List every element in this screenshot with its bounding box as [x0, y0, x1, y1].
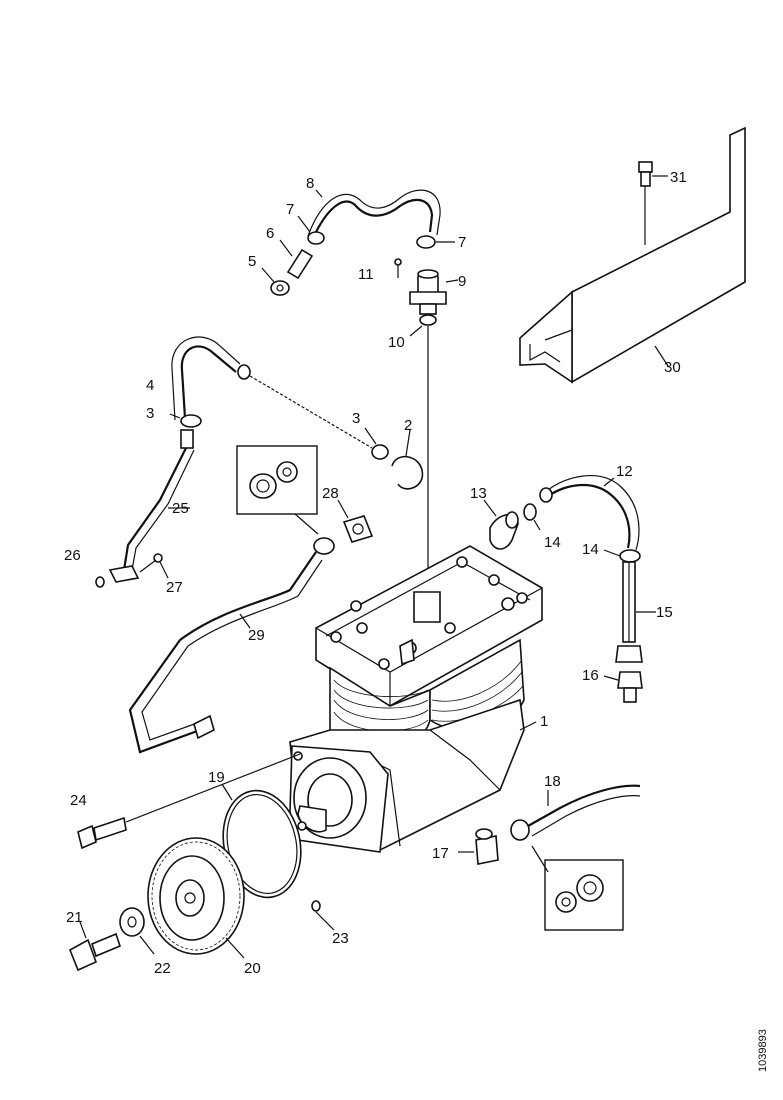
leader-4-to-3 [249, 375, 373, 449]
part-30-bracket [519, 126, 746, 384]
callout-3-right: 3 [352, 410, 360, 427]
drawing-id: 1039893 [757, 1029, 769, 1072]
callout-7-left: 7 [286, 201, 294, 218]
part-7-clamp-right [416, 235, 455, 249]
callout-18: 18 [544, 773, 561, 790]
callout-21: 21 [66, 909, 83, 926]
callout-3-left: 3 [146, 405, 154, 422]
callout-22: 22 [154, 960, 171, 977]
part-2-clamp [391, 429, 424, 490]
part-29-pipe [128, 537, 335, 754]
callout-15: 15 [656, 604, 673, 621]
part-27-fitting [108, 553, 169, 583]
part-18-pipe [510, 784, 641, 841]
part-15-pipe [615, 561, 656, 663]
callout-19: 19 [208, 769, 225, 786]
callout-labels: 1 2 3 3 4 5 6 7 7 8 9 10 11 12 13 14 14 … [64, 169, 687, 977]
part-11-screw [394, 258, 402, 278]
part-16-adapter [603, 671, 643, 703]
part-17-fitting [458, 828, 499, 865]
callout-31: 31 [670, 169, 687, 186]
callout-7-right: 7 [458, 234, 466, 251]
part-23-seal [311, 900, 335, 931]
callout-11: 11 [358, 266, 374, 283]
callout-13: 13 [470, 485, 487, 502]
callout-14-upper: 14 [544, 534, 561, 551]
part-20-gear [147, 837, 245, 959]
part-4-hose [171, 336, 251, 421]
part-3-clamp-left [169, 413, 202, 428]
part-25-pipe [122, 429, 195, 571]
part-14-clamp-upper [523, 503, 541, 531]
part-3-clamp-right [364, 427, 389, 460]
callout-14-lower: 14 [582, 541, 599, 558]
part-5-nut [261, 267, 290, 296]
callout-28: 28 [322, 485, 339, 502]
callout-29: 29 [248, 627, 265, 644]
part-12-hose [539, 475, 640, 551]
part-10-seal [409, 314, 437, 337]
part-31-bolt [638, 161, 668, 187]
callout-23: 23 [332, 930, 349, 947]
part-1-compressor [289, 545, 543, 853]
part-7-clamp-left [297, 215, 325, 245]
callout-1: 1 [540, 713, 548, 730]
part-22-washer [119, 907, 155, 955]
callout-12: 12 [616, 463, 633, 480]
part-21-bolt [68, 921, 121, 972]
callout-16: 16 [582, 667, 599, 684]
callout-9: 9 [458, 273, 466, 290]
callout-4: 4 [146, 377, 154, 394]
part-13-elbow [483, 499, 519, 550]
part-24-bolt [77, 753, 301, 850]
callout-30: 30 [664, 359, 681, 376]
part-26-washer [95, 576, 105, 588]
callout-25: 25 [172, 500, 189, 517]
part-8-hose [307, 189, 441, 237]
part-14-clamp-lower [603, 549, 641, 563]
callout-2: 2 [404, 417, 412, 434]
callout-24: 24 [70, 792, 87, 809]
inset-detail-top [236, 445, 319, 535]
part-6-fitting [279, 239, 314, 280]
inset-detail-bottom [531, 845, 624, 931]
callout-10: 10 [388, 334, 405, 351]
callout-26: 26 [64, 547, 81, 564]
callout-5: 5 [248, 253, 256, 270]
callout-6: 6 [266, 225, 274, 242]
callout-20: 20 [244, 960, 261, 977]
part-9-connector [409, 269, 459, 315]
callout-8: 8 [306, 175, 314, 192]
part-28-fitting [337, 499, 374, 543]
callout-27: 27 [166, 579, 183, 596]
callout-17: 17 [432, 845, 449, 862]
